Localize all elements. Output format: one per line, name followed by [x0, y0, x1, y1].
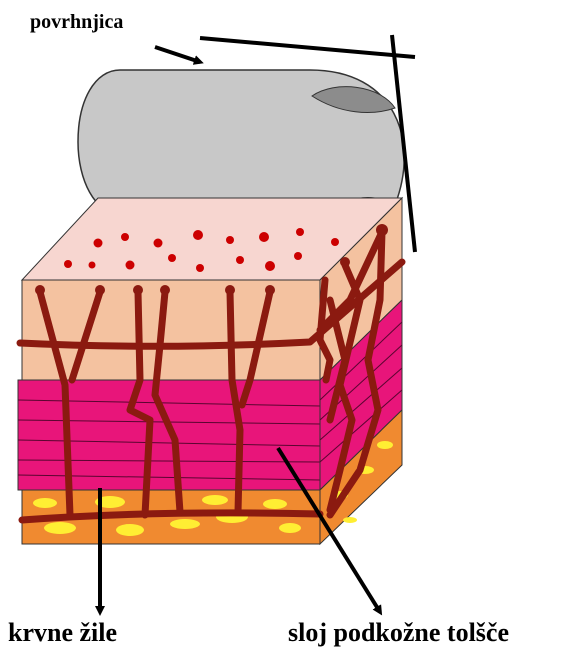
blood-vessels-label: krvne žile — [8, 620, 117, 646]
surface-bracket-top — [200, 38, 415, 57]
fat-layer-label: sloj podkožne tolšče — [288, 620, 509, 646]
surface-label: povrhnjica — [30, 12, 123, 32]
dermis-layer — [22, 280, 320, 380]
surface-pointer — [155, 47, 200, 62]
